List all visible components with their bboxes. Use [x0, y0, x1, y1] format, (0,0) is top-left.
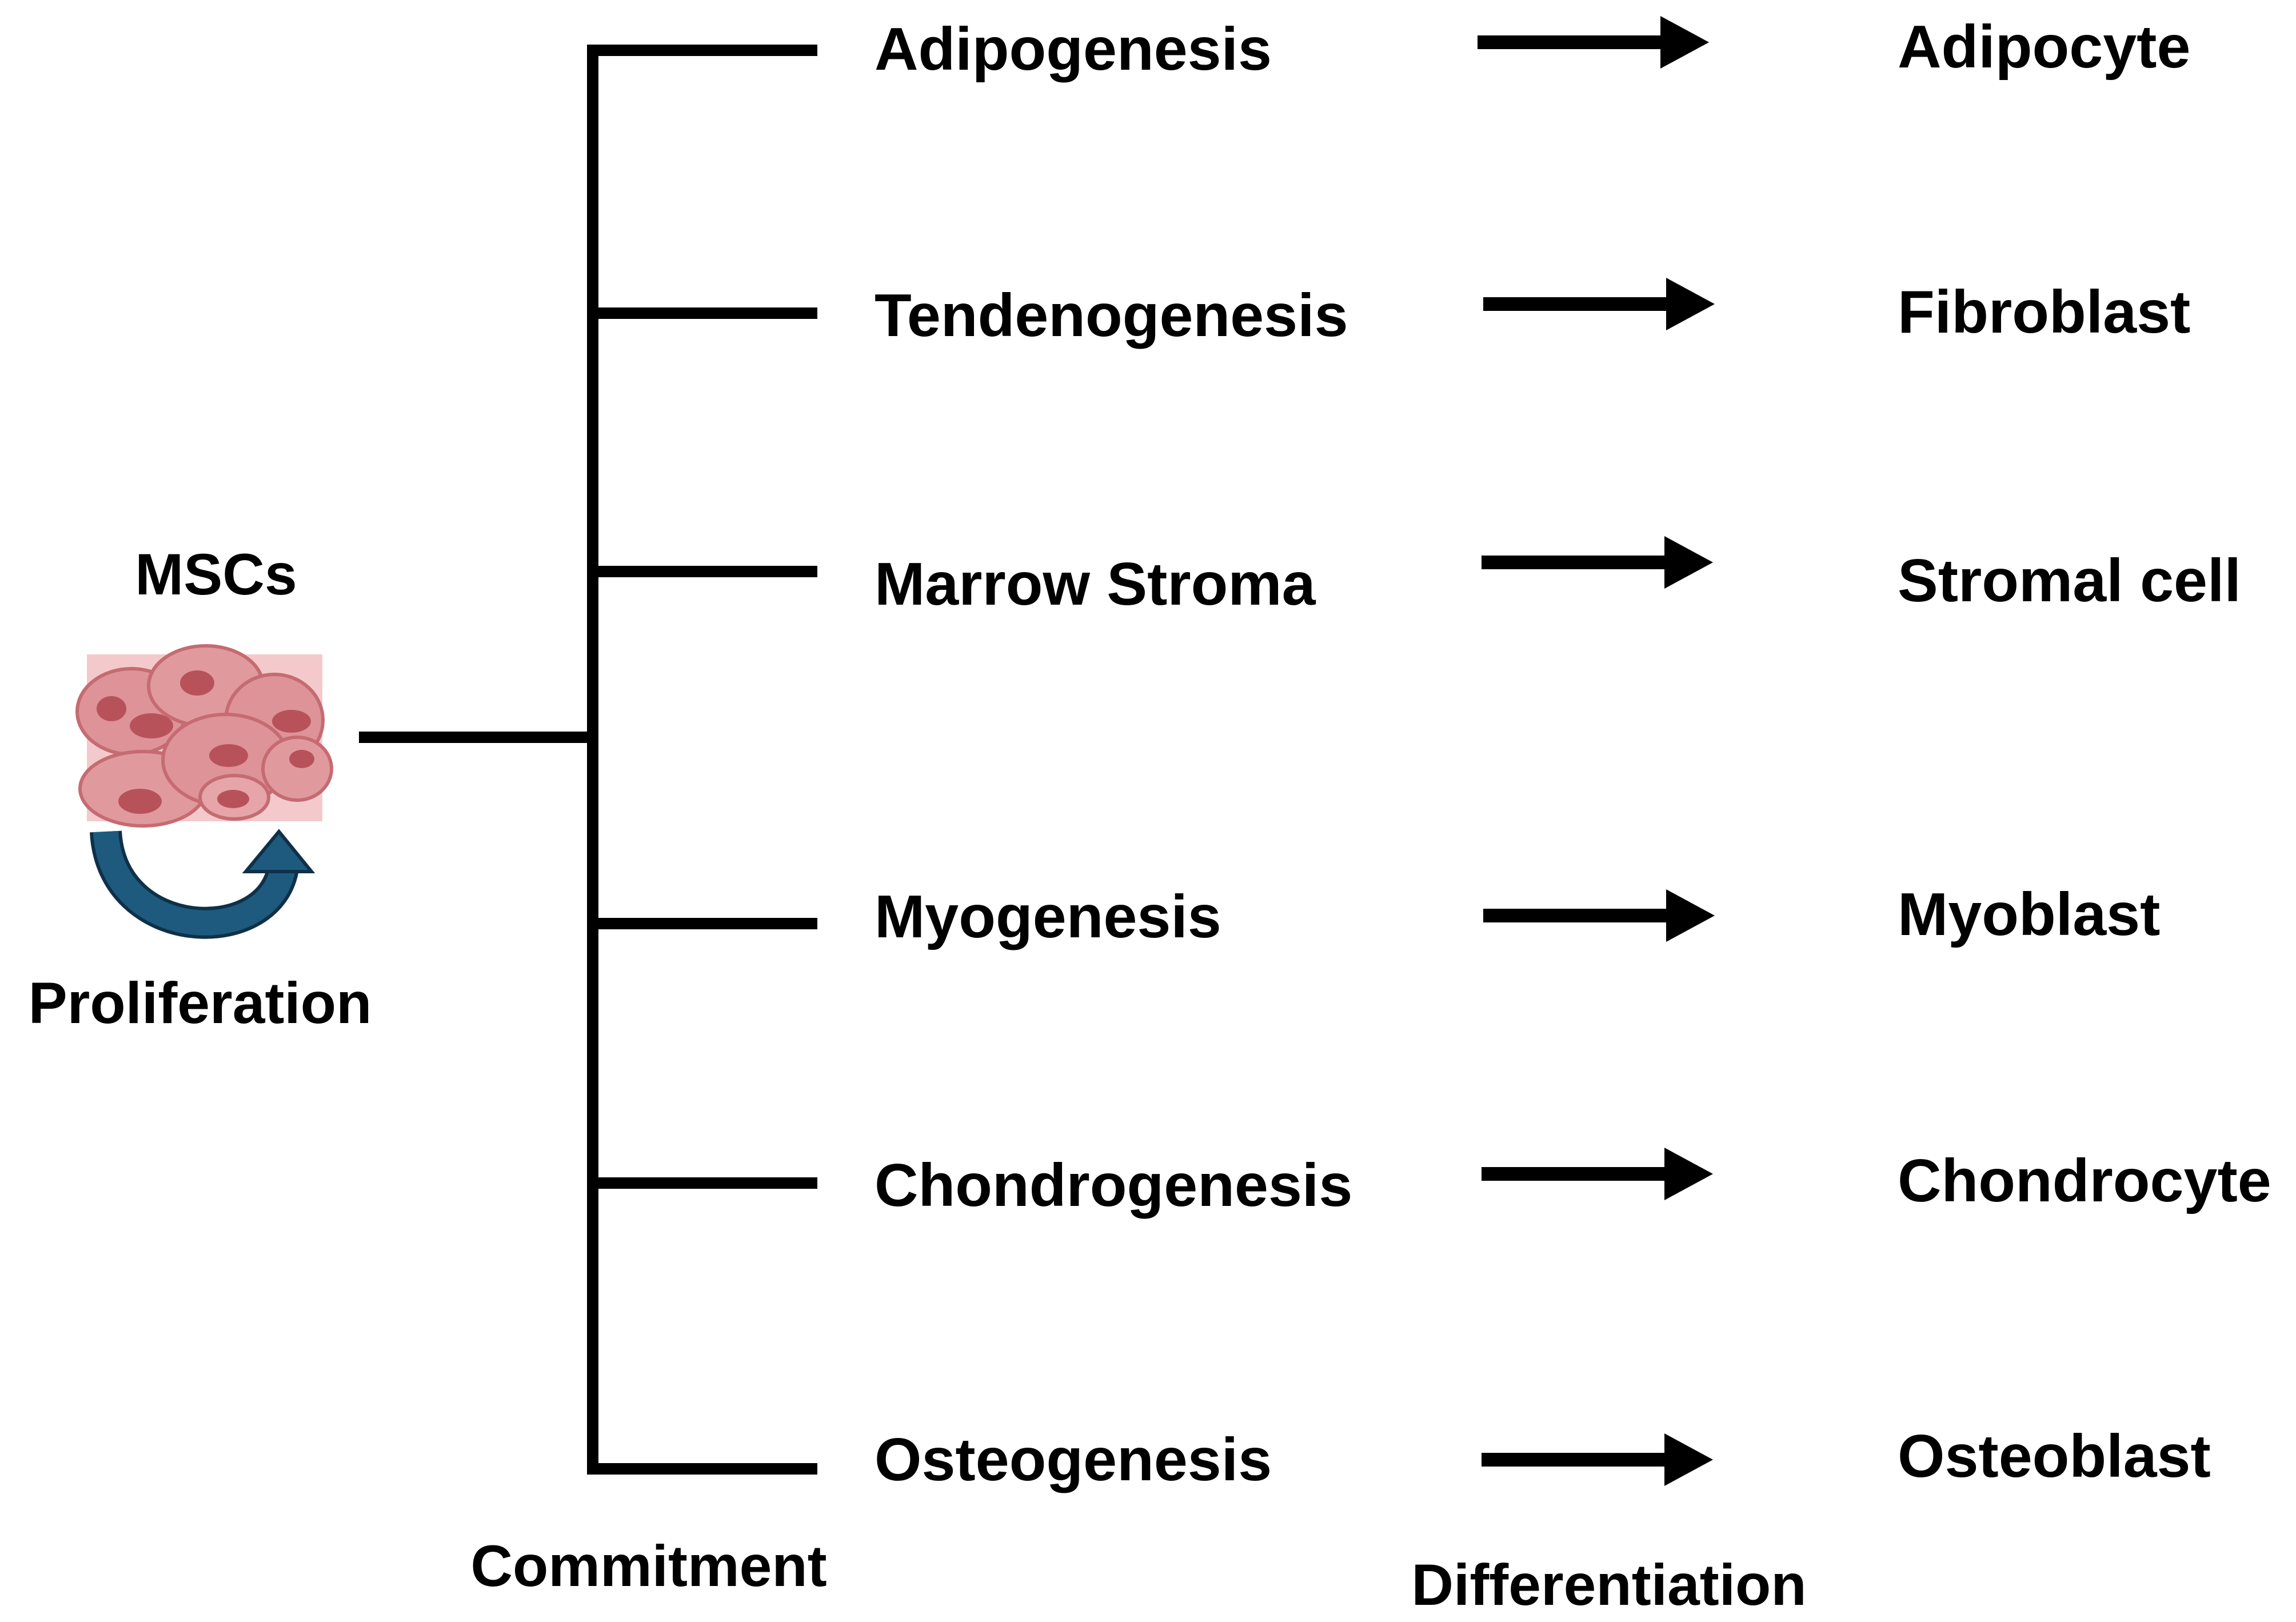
proliferation-loop-arrow-icon — [90, 829, 316, 939]
arrow-right-icon — [1482, 536, 1713, 589]
cell-label-fibroblast: Fibroblast — [1898, 278, 2190, 346]
cell-label-myoblast: Myoblast — [1898, 881, 2160, 948]
arrow-right-icon — [1483, 889, 1715, 942]
arrow-right-icon — [1482, 1433, 1713, 1486]
commitment-label: Commitment — [470, 1533, 826, 1599]
cell-label-adipocyte: Adipocyte — [1898, 13, 2190, 81]
msc-label: MSCs — [135, 542, 297, 607]
arrow-right-icon — [1478, 16, 1709, 69]
proliferation-label: Proliferation — [29, 970, 372, 1036]
arrow-right-icon — [1482, 1148, 1713, 1200]
process-label-adipogenesis: Adipogenesis — [875, 15, 1272, 83]
process-label-osteogenesis: Osteogenesis — [875, 1426, 1272, 1493]
process-label-myogenesis: Myogenesis — [875, 883, 1221, 950]
process-label-marrow-stroma: Marrow Stroma — [875, 550, 1316, 618]
process-label-chondrogenesis: Chondrogenesis — [875, 1152, 1352, 1219]
msc-cell-cluster-image — [75, 644, 333, 828]
process-label-tendenogenesis: Tendenogenesis — [875, 282, 1348, 349]
arrow-right-icon — [1483, 278, 1715, 330]
cell-label-chondrocyte: Chondrocyte — [1898, 1147, 2271, 1214]
differentiation-arrows — [1478, 16, 1715, 1486]
commitment-tree — [359, 45, 817, 1475]
differentiation-label: Differentiation — [1411, 1552, 1806, 1617]
cell-label-osteoblast: Osteoblast — [1898, 1423, 2211, 1490]
cell-label-stromal-cell: Stromal cell — [1898, 547, 2241, 614]
